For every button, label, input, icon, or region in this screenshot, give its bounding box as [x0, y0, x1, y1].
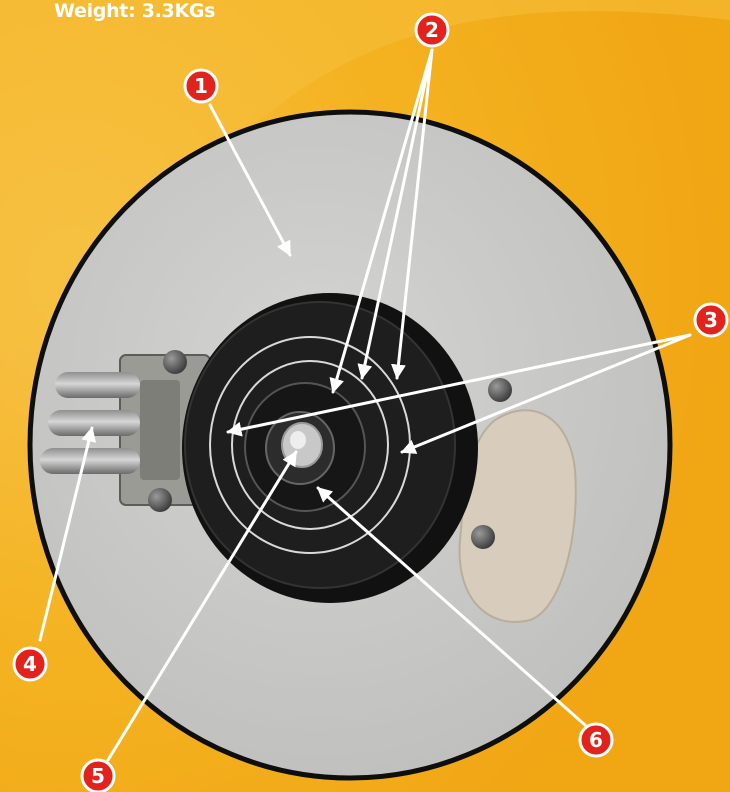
callout-number-4: 4: [23, 652, 37, 676]
callout-badge-3: 3: [695, 304, 727, 336]
callout-number-3: 3: [704, 308, 718, 332]
callout-badge-4: 4: [14, 648, 46, 680]
callout-badge-2: 2: [416, 14, 448, 46]
callout-number-6: 6: [589, 728, 603, 752]
callout-badge-5: 5: [82, 760, 114, 792]
callout-number-5: 5: [91, 764, 105, 788]
weight-label: Weight: 3.3KGs: [54, 0, 215, 22]
callout-badge-1: 1: [185, 70, 217, 102]
callout-number-1: 1: [194, 74, 208, 98]
callout-number-2: 2: [425, 18, 439, 42]
callout-badge-6: 6: [580, 724, 612, 756]
central-hub: [182, 293, 478, 603]
